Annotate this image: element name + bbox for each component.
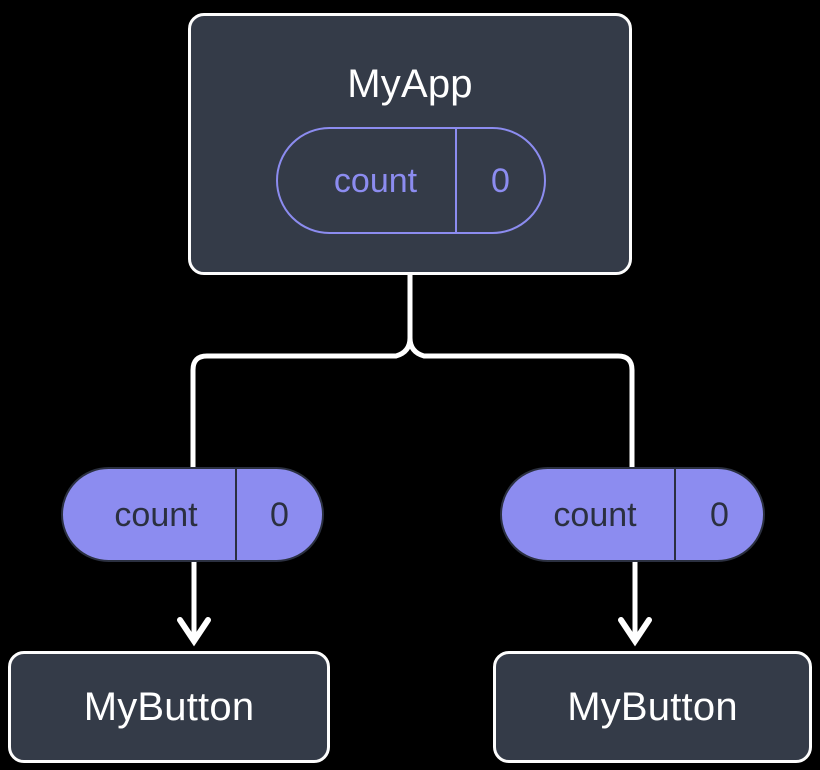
branch-connector-path-right	[407, 335, 635, 470]
component-title-myapp: MyApp	[347, 62, 473, 106]
state-pill-child-right[interactable]: count 0	[500, 467, 765, 562]
state-pill-child-right-key: count	[553, 495, 637, 534]
state-pill-child-left[interactable]: count 0	[61, 467, 324, 562]
state-pill-child-left-value: 0	[235, 469, 322, 560]
state-pill-root-value: 0	[455, 129, 544, 232]
state-pill-root-key: count	[333, 161, 418, 200]
component-title-mybutton-right: MyButton	[567, 685, 738, 729]
state-pill-child-right-value: 0	[674, 469, 763, 560]
branch-connector-path	[190, 272, 413, 470]
component-node-mybutton-right[interactable]: MyButton	[493, 651, 812, 763]
arrow-head-right-icon	[618, 617, 652, 647]
component-node-mybutton-left[interactable]: MyButton	[8, 651, 330, 763]
arrow-head-left-icon	[177, 617, 211, 647]
state-pill-root[interactable]: count 0	[276, 127, 546, 234]
component-title-mybutton-left: MyButton	[83, 685, 255, 729]
state-pill-child-left-key: count	[114, 495, 198, 534]
